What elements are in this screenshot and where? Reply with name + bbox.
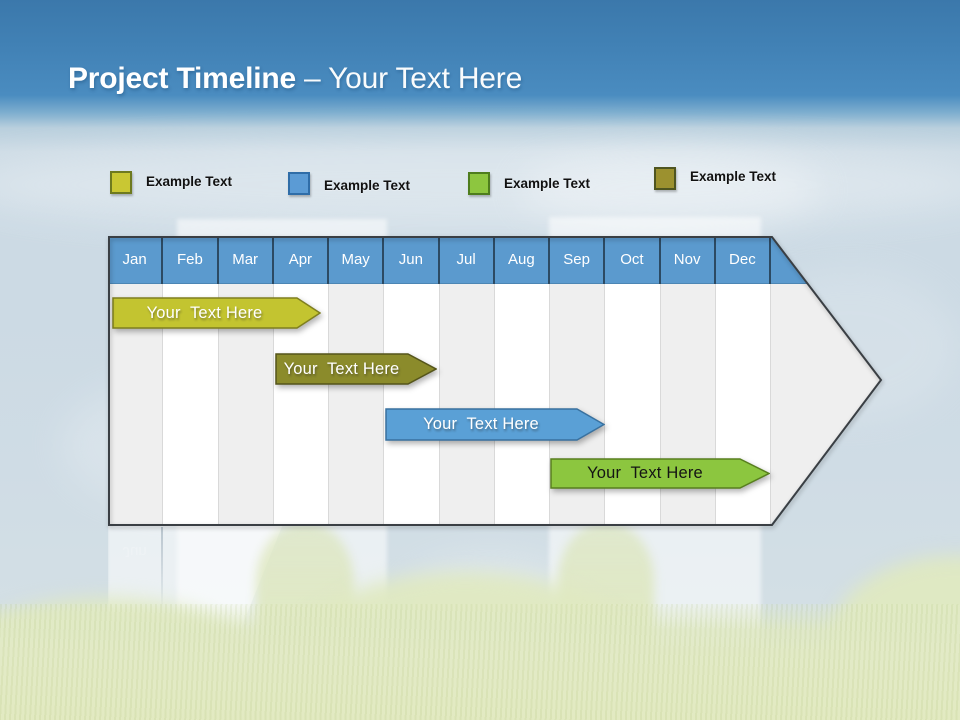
bar-label: Your Text Here [146,303,263,322]
legend-swatch-olive [654,167,676,190]
legend-item-2: Example Text [288,172,410,195]
title-bold-text: Project Timeline [68,62,296,95]
timeline-bar-4: Your Text Here [550,458,770,489]
bar-label: Your Text Here [587,464,703,482]
legend-swatch-green [468,172,490,195]
slide-title: Project Timeline– Your Text Here [68,62,522,96]
timeline-bar-1: Your Text Here [112,297,321,329]
legend-swatch-yellow [110,171,132,194]
grass-field [0,604,960,720]
title-light-text: – Your Text Here [304,62,523,95]
timeline-bar-2: Your Text Here [275,353,437,385]
legend-label: Example Text [690,169,777,184]
bar-label: Your Text Here [423,415,539,433]
timeline-bar-3: Your Text Here [385,408,605,441]
legend-label: Example Text [146,174,233,189]
cloud [520,150,820,230]
bar-label: Your Text Here [283,359,400,378]
legend-item-3: Example Text [468,172,590,195]
legend-swatch-blue [288,172,310,195]
legend-label: Example Text [504,176,591,191]
legend-item-1: Example Text [110,171,232,194]
legend-label: Example Text [324,178,411,193]
legend-item-4: Example Text [654,167,776,190]
